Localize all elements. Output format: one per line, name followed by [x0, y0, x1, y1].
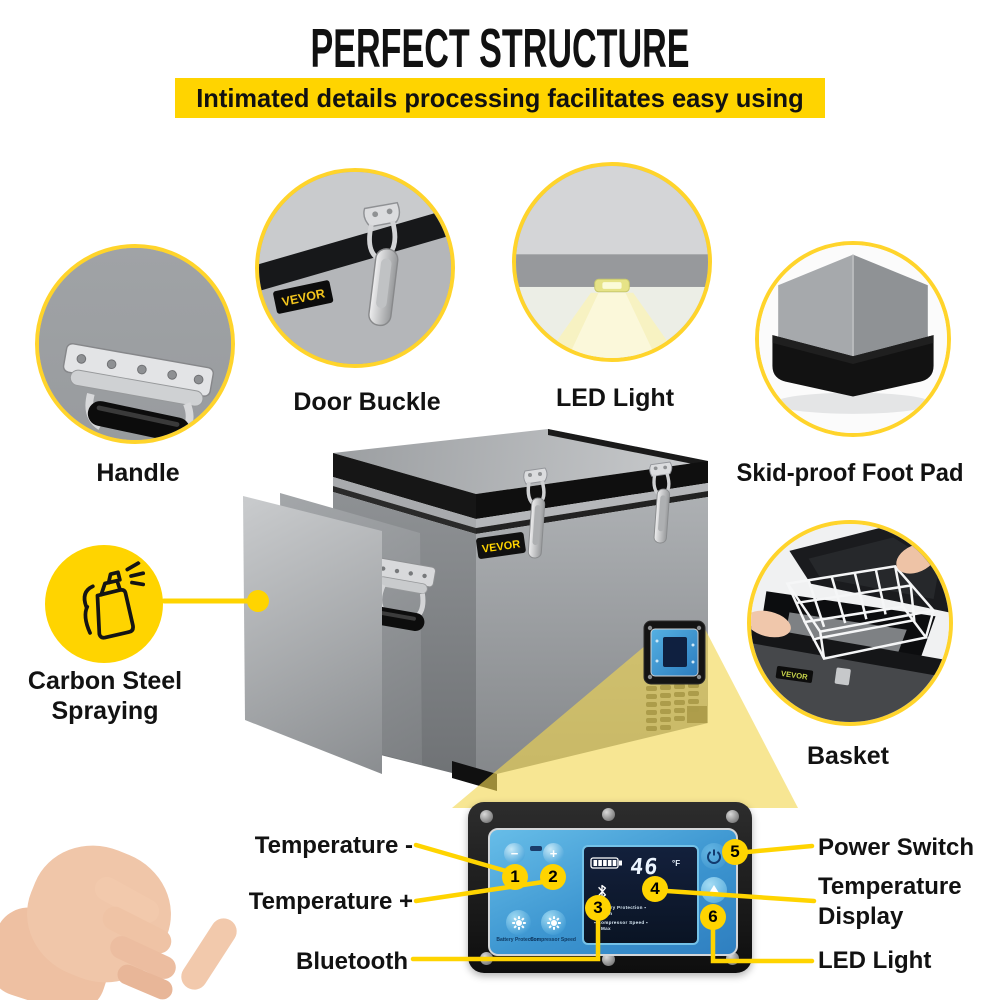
callout-badge-3: 3: [585, 895, 611, 921]
status-row-value: Max: [601, 926, 611, 931]
screw-icon: [602, 953, 615, 966]
power-switch-label: Power Switch: [818, 834, 975, 861]
temp-minus-button: −: [504, 843, 525, 864]
fridge-mini-control-panel: [643, 620, 706, 685]
connector-temp-display: [664, 888, 817, 904]
battery-protection-button-label: Battery Protection: [496, 937, 540, 943]
fridge-side-handle: [368, 557, 437, 632]
handle-label: Handle: [96, 459, 180, 487]
foot-pad-art: [759, 245, 947, 433]
basket-photo-circle: VEVOR: [747, 520, 953, 726]
phone-with-hand: [0, 700, 330, 1000]
temp-display-label: Temperature Display: [818, 873, 962, 930]
screw-icon: [602, 808, 615, 821]
compressor-speed-button-label: Compressor Speed: [530, 937, 576, 943]
bluetooth-icon: [598, 884, 607, 899]
status-row: ▪ Compressor Speed ▪: [594, 920, 648, 925]
fridge-lid-rim-left: [333, 453, 476, 519]
led-light-button: [701, 877, 727, 903]
bluetooth-label: Bluetooth: [296, 948, 408, 975]
handle-art: [39, 248, 231, 440]
connector-power-switch: [744, 843, 815, 855]
carbon-spray-label-line1: Carbon Steel: [27, 667, 183, 695]
page-title: PERFECT STRUCTURE: [310, 17, 690, 79]
fridge-latch-back: [649, 461, 673, 544]
svg-text:VEVOR: VEVOR: [780, 669, 808, 682]
callout-badge-5: 5: [722, 839, 748, 865]
spray-connector: [161, 590, 269, 612]
power-icon: [707, 849, 721, 864]
compressor-speed-button: [541, 910, 566, 935]
carbon-spray-icon-circle: [45, 545, 163, 663]
temperature-unit: °F: [672, 859, 681, 868]
callout-badge-6: 6: [700, 904, 726, 930]
connector-temp-minus: [413, 842, 509, 874]
battery-level-icon: [590, 857, 622, 869]
temp-minus-label: Temperature -: [254, 832, 413, 859]
subtitle-text: Intimated details processing facilitates…: [196, 82, 804, 113]
connector-led-light: [710, 926, 815, 964]
basket-art: VEVOR: [751, 524, 949, 722]
screw-icon: [480, 810, 493, 823]
svg-text:VEVOR: VEVOR: [481, 538, 521, 555]
fridge-brand-logo: VEVOR: [476, 532, 526, 559]
spray-can-icon: [82, 561, 146, 640]
temp-plus-label: Temperature +: [248, 888, 413, 915]
hand-thumb: [176, 913, 242, 995]
door-buckle-label: Door Buckle: [293, 388, 441, 416]
gear-icon: [546, 915, 561, 930]
foot-pad-label: Skid-proof Foot Pad: [736, 459, 964, 487]
fridge-lid-back-trim: [548, 429, 708, 467]
handle-photo-circle: [35, 244, 235, 444]
fridge-seam-left: [333, 486, 476, 534]
spotlight-beam: [452, 629, 798, 808]
basket-label: Basket: [807, 742, 889, 770]
door-buckle-art: VEVOR: [259, 172, 451, 364]
foot-pad-photo-circle: [755, 241, 951, 437]
callout-badge-4: 4: [642, 876, 668, 902]
callout-badge-2: 2: [540, 864, 566, 890]
callout-badge-1: 1: [502, 864, 528, 890]
wire-basket: [785, 564, 936, 660]
door-buckle-photo-circle: VEVOR: [255, 168, 455, 368]
fridge-gasket-left: [333, 477, 476, 528]
carbon-spray-label: Carbon Steel Spraying: [28, 666, 182, 726]
subtitle-banner: Intimated details processing facilitates…: [175, 78, 825, 118]
screw-icon: [726, 810, 739, 823]
status-row: ▪ Battery Protection ▪: [594, 905, 647, 910]
steel-sheet-front: [243, 496, 382, 774]
led-light-label: LED Light: [555, 384, 675, 412]
temp-plus-button: +: [543, 843, 564, 864]
gear-icon: [511, 915, 526, 930]
carbon-spray-label-line2: Spraying: [51, 697, 159, 725]
led-light-callout-label: LED Light: [818, 947, 932, 974]
led-light-photo-circle: [512, 162, 712, 362]
connector-bluetooth: [410, 919, 601, 962]
panel-indicator: [530, 846, 542, 851]
battery-protection-button: [506, 910, 531, 935]
fridge-latch-front: [523, 467, 548, 559]
